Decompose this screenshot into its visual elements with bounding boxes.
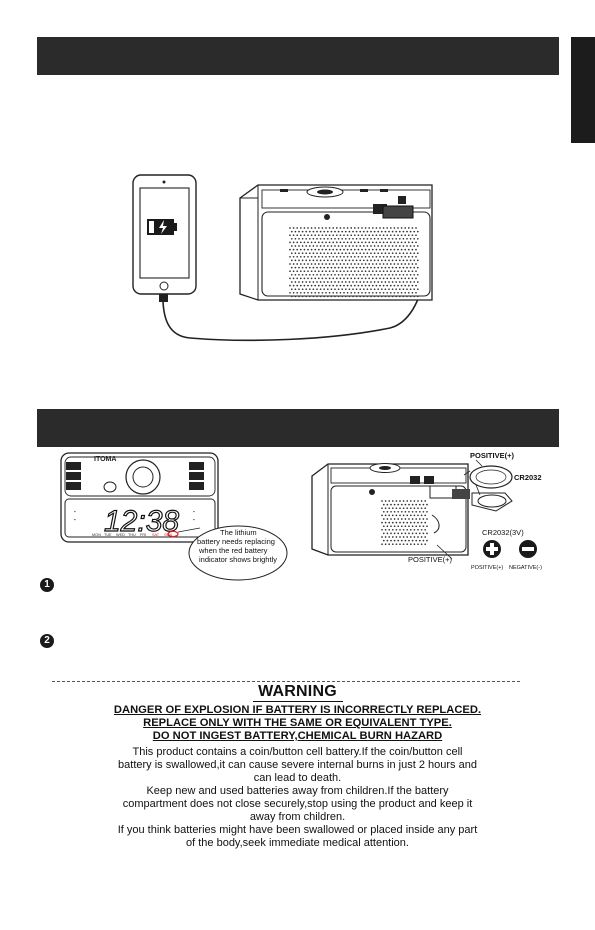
warning-title: WARNING [258, 683, 337, 700]
cell-model-label: CR2032 [514, 473, 542, 482]
speaker-grille [289, 227, 419, 298]
clock-time-display: 12:38 [104, 505, 179, 538]
warning-body-line: Keep new and used batteries away from ch… [146, 785, 449, 797]
svg-text:▪: ▪ [74, 509, 76, 514]
callout-line-4: indicator shows brightly [199, 555, 277, 564]
section-header-bar-battery [37, 409, 559, 447]
warning-body-line: battery is swallowed,it can cause severe… [118, 759, 477, 771]
warning-body-line: If you think batteries might have been s… [117, 824, 478, 836]
battery-replacement-illustration [311, 459, 537, 560]
weekday-label: THU [128, 533, 136, 537]
callout-line-3: when the red battery [199, 546, 268, 555]
weekday-label: MON [92, 533, 101, 537]
brand-logo: ITOMA [94, 456, 116, 463]
smartphone-icon [132, 174, 197, 302]
callout-line-1: The lithium [220, 528, 257, 537]
svg-text:▪: ▪ [74, 517, 76, 522]
cell-spec-label: CR2032(3V) [482, 528, 524, 537]
negative-icon-label: NEGATIVE(-) [509, 565, 542, 571]
warning-title-underline [253, 701, 343, 702]
danger-line-2: REPLACE ONLY WITH THE SAME OR EQUIVALENT… [143, 717, 452, 729]
warning-body-line: can lead to death. [253, 772, 342, 784]
speaker-grille [381, 500, 428, 546]
weekday-label: TUE [104, 533, 112, 537]
weekday-label: WED [116, 533, 125, 537]
positive-icon-label: POSITIVE(+) [471, 565, 504, 571]
danger-line-3: DO NOT INGEST BATTERY,CHEMICAL BURN HAZA… [152, 730, 443, 742]
svg-text:▪: ▪ [193, 517, 195, 522]
dashed-separator [52, 681, 520, 682]
positive-top-label: POSITIVE(+) [470, 451, 514, 460]
language-edge-tab [571, 37, 595, 143]
step-1-marker: 1 [40, 578, 54, 592]
step-2-marker: 2 [40, 634, 54, 648]
warning-body-line: compartment does not close securely,stop… [122, 798, 473, 810]
warning-body-line: away from children. [249, 811, 346, 823]
weekday-label: SAT [152, 533, 160, 537]
phone-charging-illustration [132, 174, 433, 342]
weekday-label: FRI [140, 533, 146, 537]
svg-text:▪: ▪ [193, 509, 195, 514]
section-header-bar-charging [37, 37, 559, 75]
positive-side-label: POSITIVE(+) [408, 555, 452, 564]
warning-body-line: of the body,seek immediate medical atten… [186, 837, 409, 849]
danger-line-1: DANGER OF EXPLOSION IF BATTERY IS INCORR… [113, 704, 482, 716]
warning-body-line: This product contains a coin/button cell… [132, 746, 463, 758]
callout-line-2: battery needs replacing [197, 537, 275, 546]
